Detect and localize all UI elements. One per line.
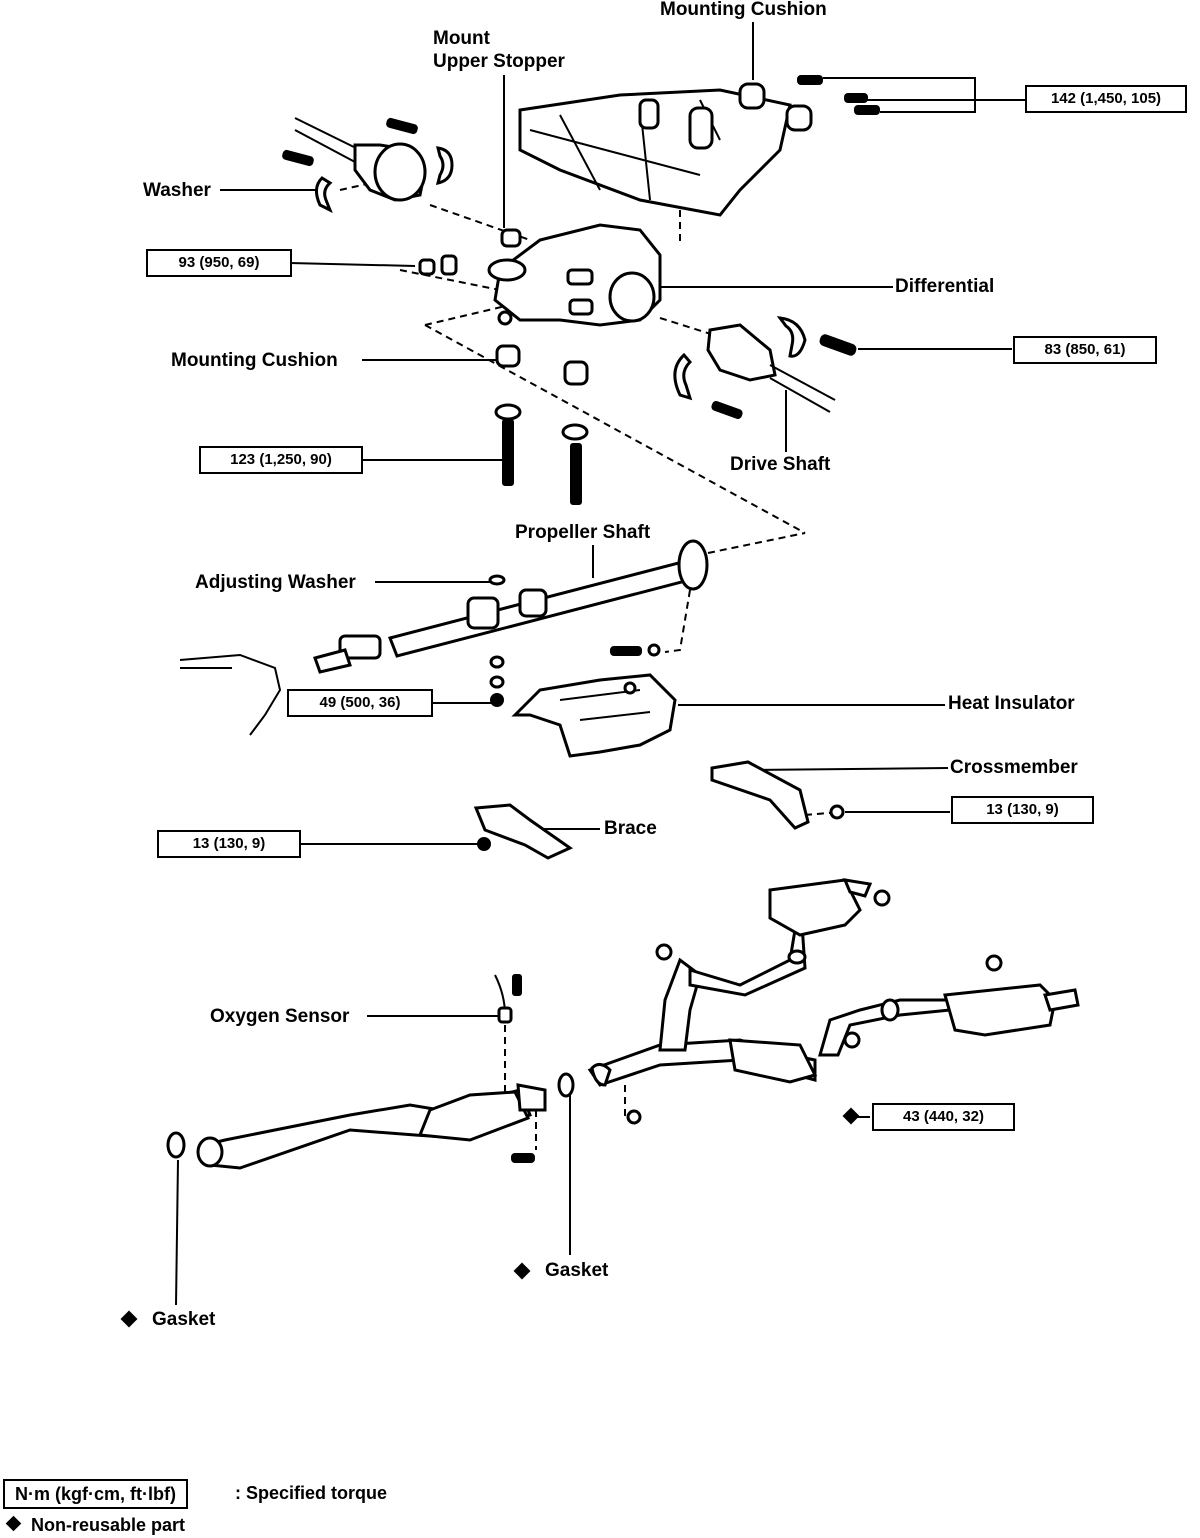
label-adjusting-washer: Adjusting Washer	[195, 572, 356, 593]
torque-box-93: 93 (950, 69)	[146, 249, 292, 277]
label-heat-insulator: Heat Insulator	[948, 693, 1075, 714]
torque-box-123: 123 (1,250, 90)	[199, 446, 363, 474]
label-brace: Brace	[604, 818, 657, 839]
label-crossmember: Crossmember	[950, 757, 1078, 778]
vehicle-frame	[518, 88, 792, 217]
mounting-cushion-lower	[494, 344, 589, 505]
torque-box-13-right: 13 (130, 9)	[951, 796, 1094, 824]
drive-shaft-left	[282, 117, 454, 214]
legend-nonreusable-text: Non-reusable part	[31, 1515, 186, 1535]
drive-shaft-right	[673, 316, 857, 420]
label-oxygen-sensor: Oxygen Sensor	[210, 1006, 350, 1027]
mounting-cushion-upper	[738, 75, 880, 132]
label-washer: Washer	[143, 180, 211, 201]
nonreusable-markers	[120, 1107, 860, 1328]
label-drive-shaft: Drive Shaft	[730, 454, 831, 475]
label-mounting-cushion-top: Mounting Cushion	[660, 0, 827, 20]
label-gasket-center: Gasket	[545, 1260, 609, 1281]
label-propeller-shaft: Propeller Shaft	[515, 522, 651, 543]
torque-box-13-left: 13 (130, 9)	[157, 830, 301, 858]
label-mount-line1: Mount	[433, 28, 490, 49]
propeller-shaft	[313, 539, 709, 707]
torque-box-43: 43 (440, 32)	[872, 1103, 1015, 1131]
brace	[473, 803, 574, 860]
label-mounting-cushion-mid: Mounting Cushion	[171, 350, 338, 371]
torque-box-83: 83 (850, 61)	[1013, 336, 1157, 364]
differential-assembly	[418, 223, 662, 327]
label-differential: Differential	[895, 276, 995, 297]
legend-nonreusable: Non-reusable part	[5, 1515, 186, 1536]
torque-box-49: 49 (500, 36)	[287, 689, 433, 717]
legend-torque-unit: N·m (kgf·cm, ft·lbf)	[3, 1479, 188, 1509]
crossmember	[710, 760, 845, 830]
label-gasket-left: Gasket	[152, 1309, 216, 1330]
torque-box-142: 142 (1,450, 105)	[1025, 85, 1187, 113]
label-mount-line2: Upper Stopper	[433, 51, 565, 72]
legend-torque-desc: : Specified torque	[235, 1483, 388, 1503]
heat-insulator	[511, 673, 677, 758]
exhaust-system	[166, 878, 1080, 1170]
leader-lines	[175, 22, 1025, 1306]
diamond-icon	[5, 1515, 22, 1532]
hand-illustration	[179, 653, 282, 736]
